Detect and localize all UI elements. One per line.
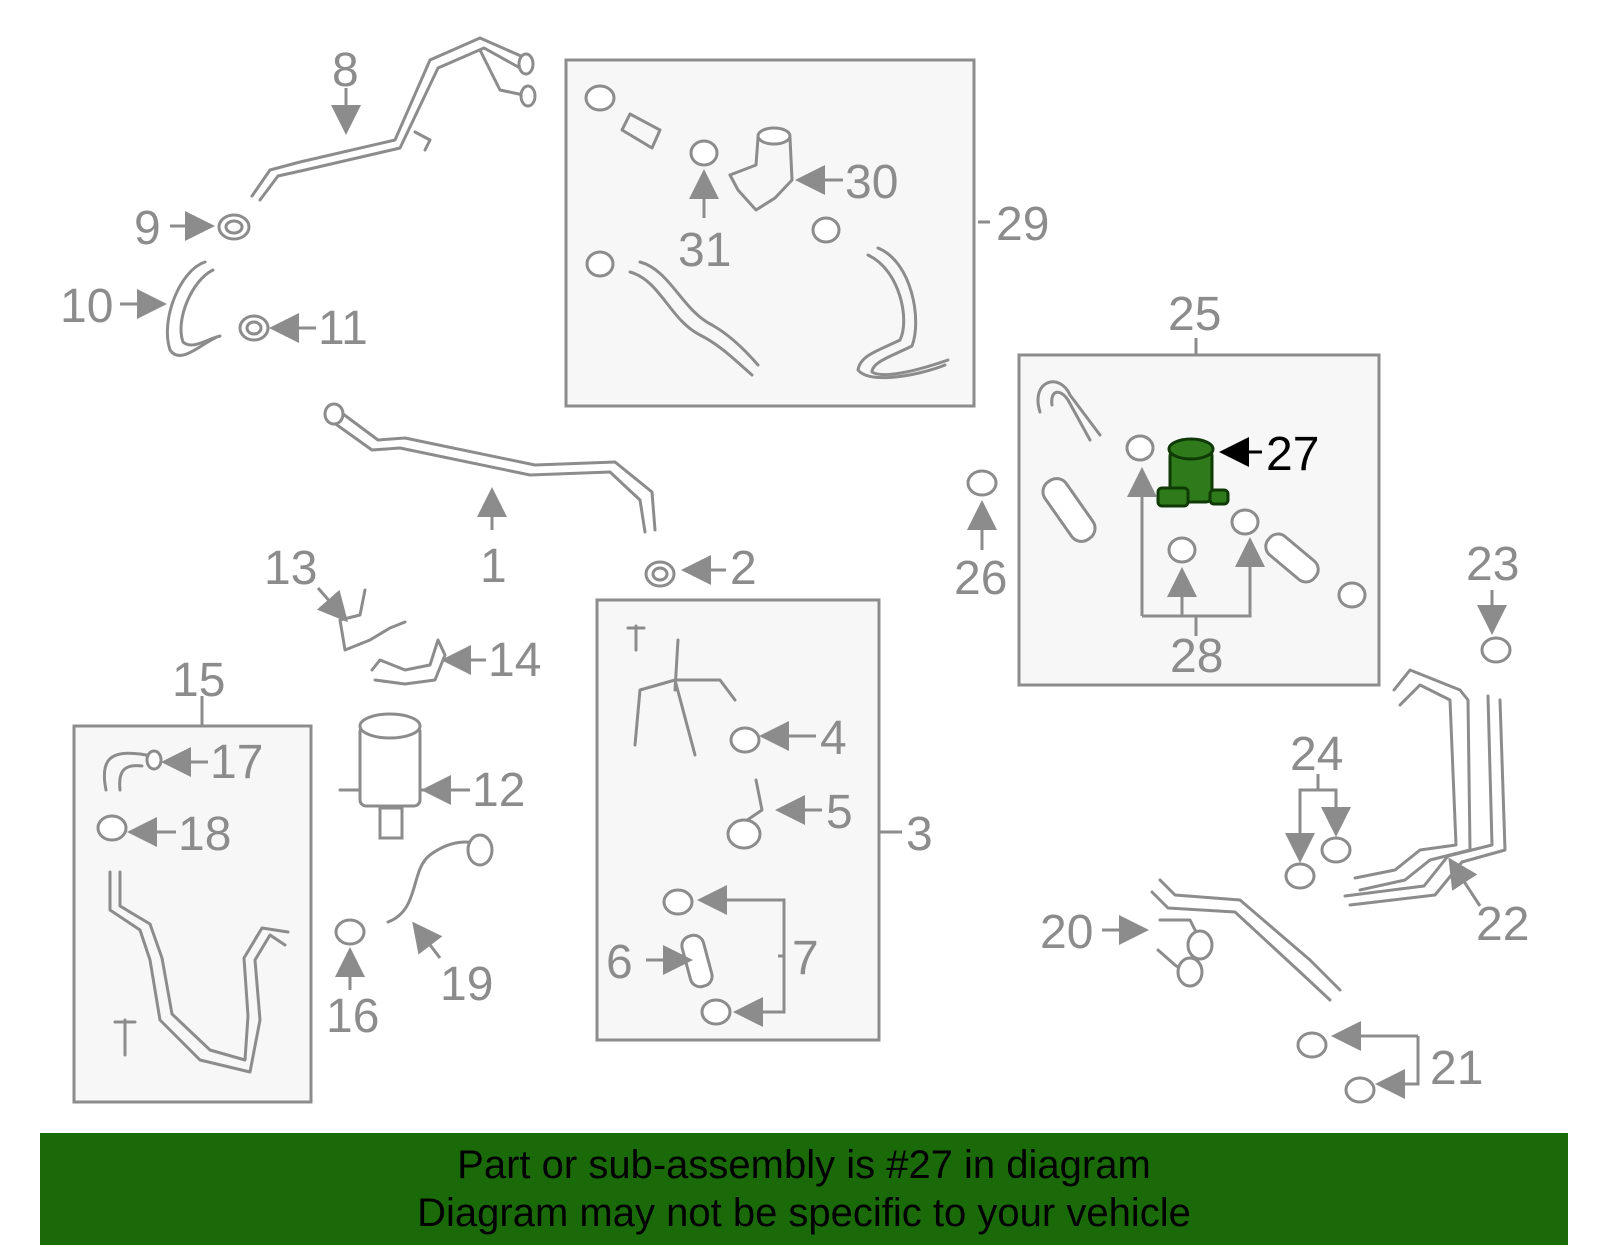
leader-lines bbox=[120, 88, 1507, 1099]
callout-19: 19 bbox=[440, 958, 493, 1011]
callout-10: 10 bbox=[60, 280, 113, 333]
part-10-hose bbox=[165, 260, 217, 357]
callout-21: 21 bbox=[1430, 1042, 1483, 1095]
part-14-strap bbox=[370, 638, 447, 686]
callout-7: 7 bbox=[792, 932, 819, 985]
part-3-group-parts bbox=[626, 624, 764, 1026]
part-29-group-parts bbox=[584, 84, 950, 380]
part-25-group-parts bbox=[1036, 380, 1367, 609]
group-box-15 bbox=[72, 724, 313, 1104]
callout-22: 22 bbox=[1476, 898, 1529, 951]
part-27-highlighted[interactable] bbox=[1156, 437, 1230, 508]
part-2-clamp bbox=[644, 560, 676, 588]
callout-29: 29 bbox=[996, 198, 1049, 251]
group-box-29 bbox=[564, 58, 976, 408]
part-8-pipe bbox=[250, 36, 537, 202]
banner-line-part: Part or sub-assembly is #27 in diagram bbox=[457, 1143, 1151, 1187]
part-1-pipe bbox=[328, 418, 647, 534]
callout-1: 1 bbox=[480, 540, 507, 593]
callout-26: 26 bbox=[954, 552, 1007, 605]
callout-6: 6 bbox=[606, 936, 633, 989]
callout-15: 15 bbox=[172, 654, 225, 707]
banner-line-disclaimer: Diagram may not be specific to your vehi… bbox=[417, 1191, 1191, 1235]
part-11-clamp bbox=[238, 314, 270, 342]
callout-9: 9 bbox=[134, 202, 161, 255]
callout-8: 8 bbox=[332, 44, 359, 97]
callout-12: 12 bbox=[472, 764, 525, 817]
part-16-clamp bbox=[334, 918, 366, 946]
part-15-group-parts bbox=[96, 749, 290, 1074]
callout-13: 13 bbox=[264, 542, 317, 595]
callout-20: 20 bbox=[1040, 906, 1093, 959]
callout-25: 25 bbox=[1168, 288, 1221, 341]
callout-24: 24 bbox=[1290, 728, 1343, 781]
callout-2: 2 bbox=[730, 542, 757, 595]
part-13-bracket bbox=[338, 588, 407, 652]
part-22-pipes bbox=[1343, 668, 1507, 907]
callout-3: 3 bbox=[906, 808, 933, 861]
part-21-clamps bbox=[1296, 1031, 1376, 1104]
callout-31: 31 bbox=[678, 224, 731, 277]
callout-27: 27 bbox=[1266, 428, 1319, 481]
callout-18: 18 bbox=[178, 808, 231, 861]
part-9-clamp bbox=[217, 213, 251, 241]
callout-16: 16 bbox=[326, 990, 379, 1043]
callout-14: 14 bbox=[488, 634, 541, 687]
callout-17: 17 bbox=[210, 736, 263, 789]
part-26-clamp bbox=[966, 469, 998, 497]
part-19-hose bbox=[386, 840, 482, 924]
callout-23: 23 bbox=[1466, 538, 1519, 591]
part-24-clamps bbox=[1284, 836, 1352, 890]
part-20-hoses bbox=[1150, 878, 1342, 1002]
callout-4: 4 bbox=[820, 712, 847, 765]
info-banner: Part or sub-assembly is #27 in diagram D… bbox=[40, 1133, 1568, 1245]
callout-11: 11 bbox=[318, 302, 368, 355]
part-23-clamp bbox=[1480, 636, 1512, 664]
callout-28: 28 bbox=[1170, 630, 1223, 683]
callout-5: 5 bbox=[826, 786, 853, 839]
callout-labels: 8 9 10 11 30 31 29 1 2 13 14 12 19 16 15… bbox=[60, 44, 1529, 1095]
part-12-pump bbox=[338, 712, 442, 840]
callout-30: 30 bbox=[845, 156, 898, 209]
